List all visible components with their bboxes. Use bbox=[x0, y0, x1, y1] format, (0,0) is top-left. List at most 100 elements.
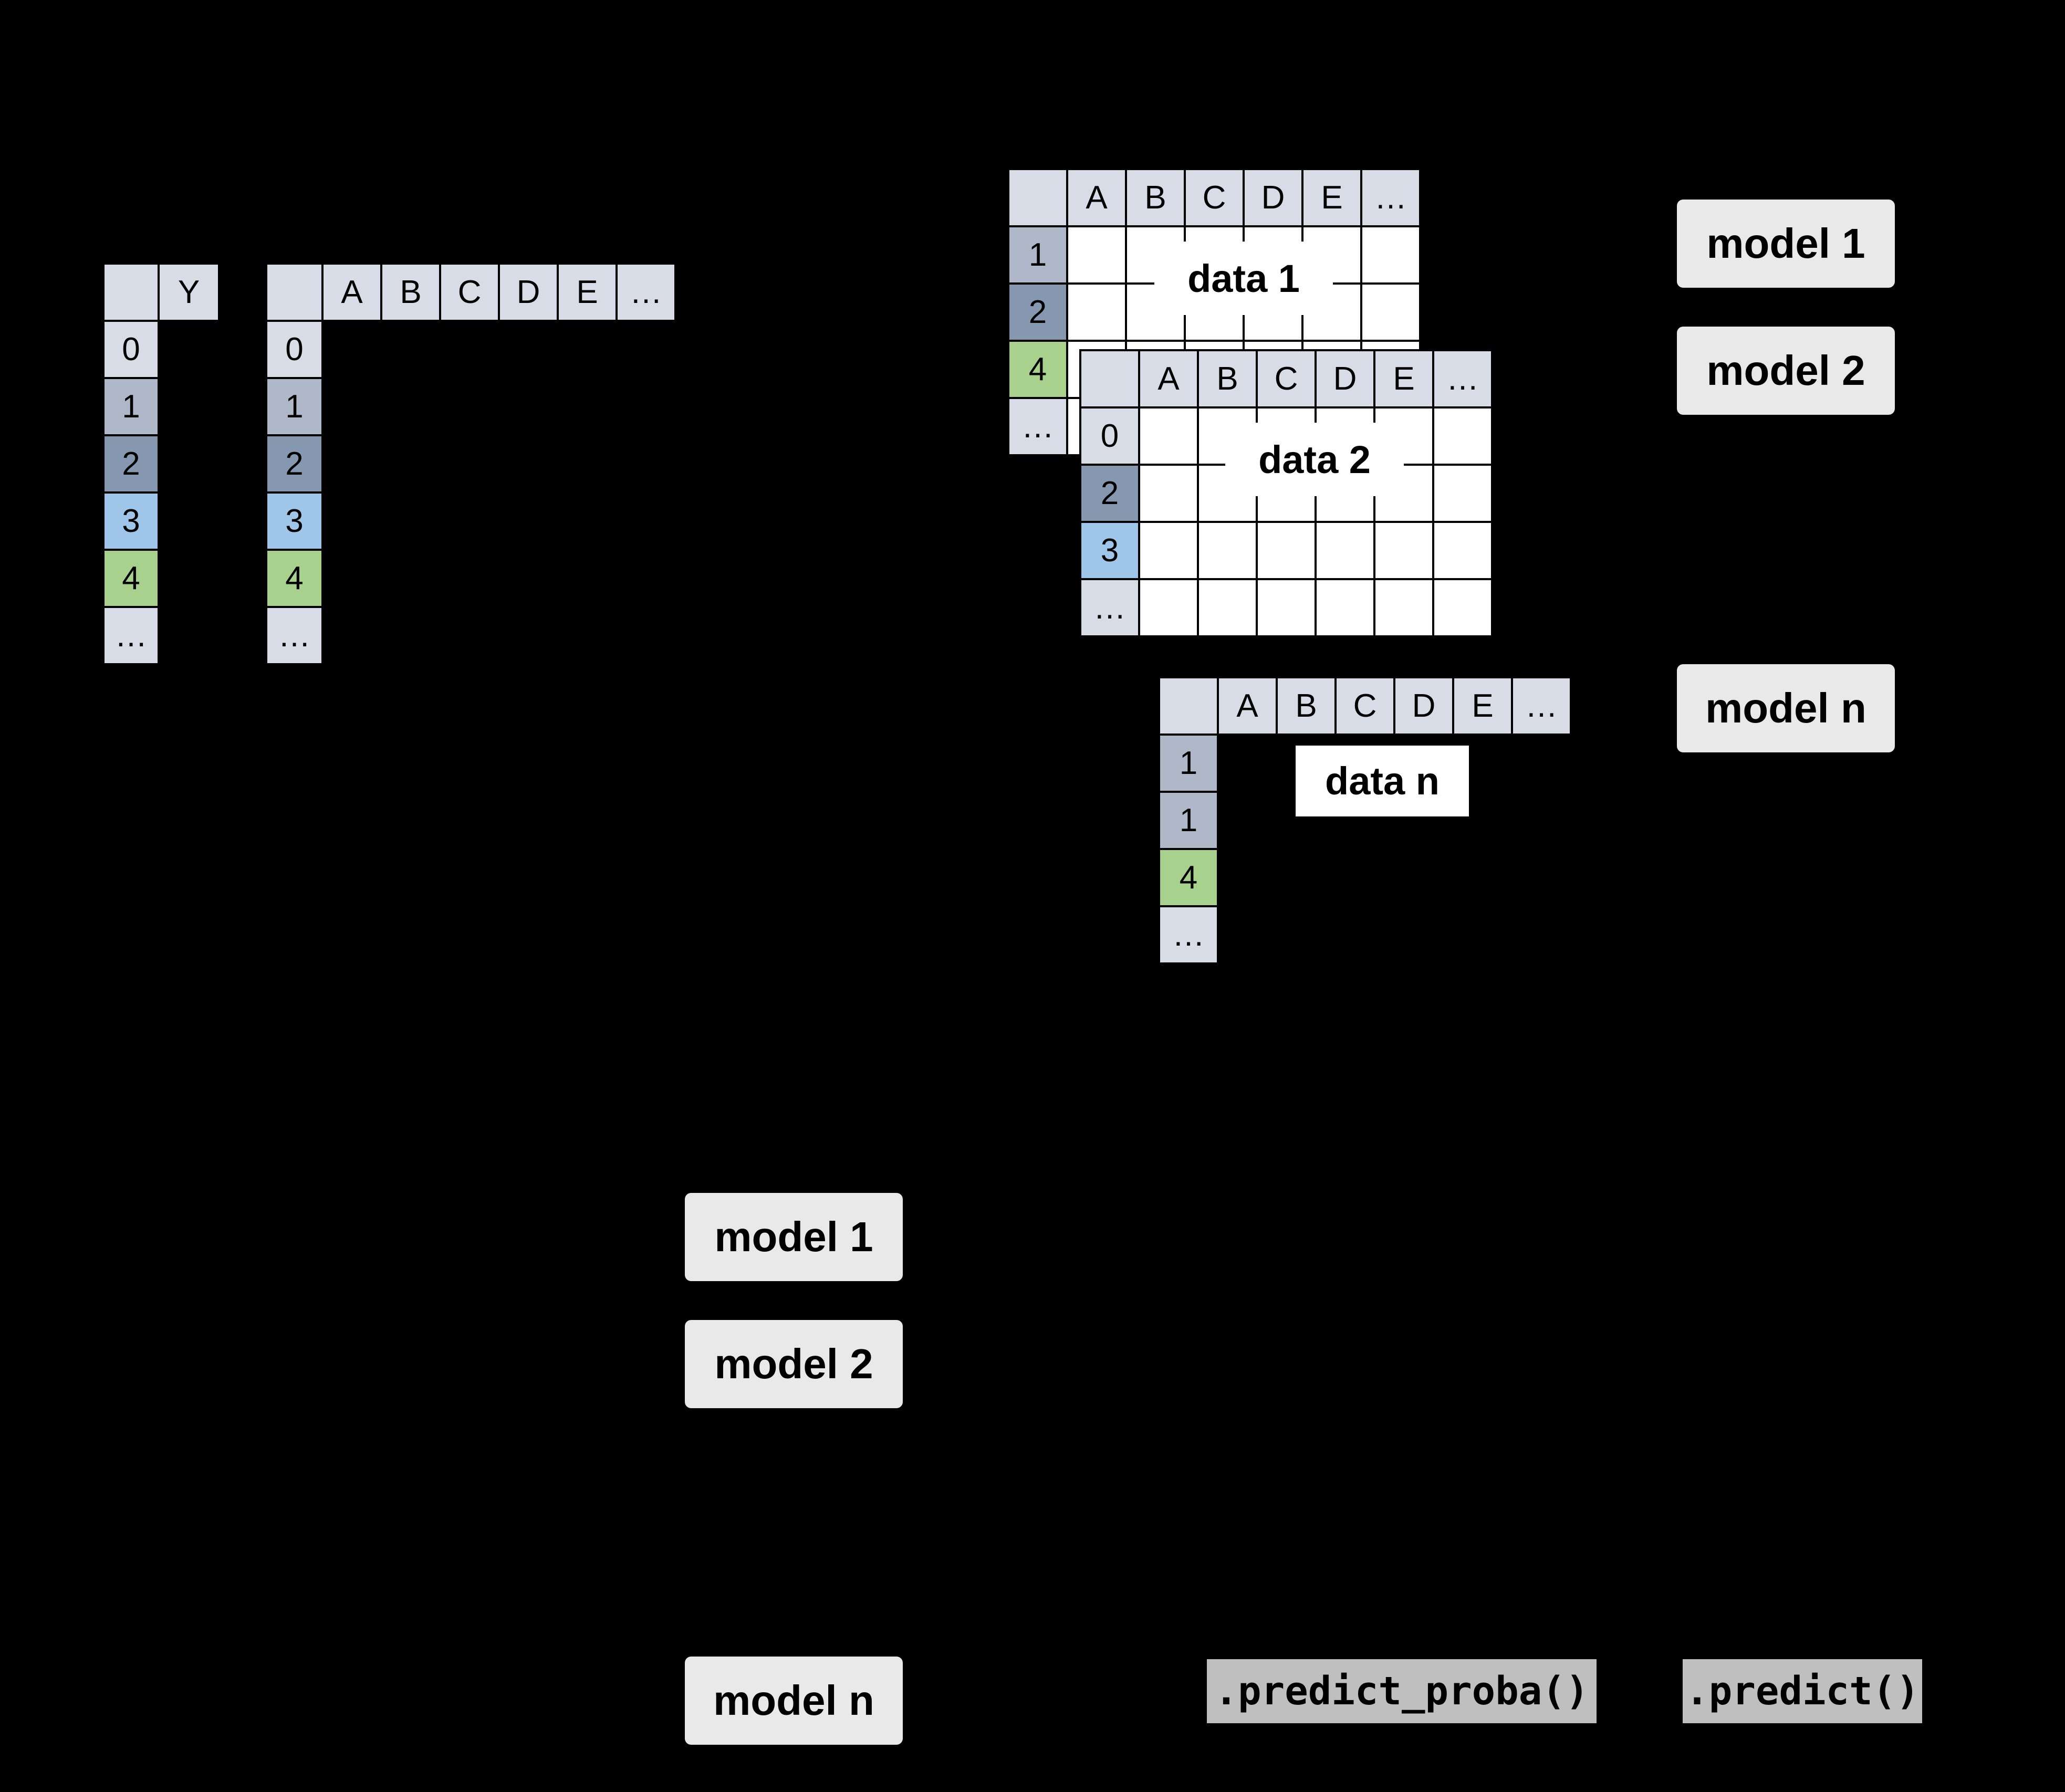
empty-cell bbox=[322, 550, 381, 607]
empty-cell bbox=[558, 321, 617, 378]
empty-cell bbox=[1277, 849, 1336, 906]
empty-cell bbox=[1336, 849, 1394, 906]
data-2-label-text: data 2 bbox=[1258, 437, 1371, 481]
data-cell bbox=[1373, 521, 1434, 580]
index-cell: 1 bbox=[1007, 225, 1068, 285]
index-cell: 1 bbox=[102, 377, 160, 436]
empty-cell bbox=[1453, 906, 1512, 963]
model-n-box-right: model n bbox=[1677, 664, 1895, 752]
empty-cell bbox=[617, 607, 675, 664]
model-n-bottom-label: model n bbox=[713, 1677, 874, 1724]
header-cell: C bbox=[439, 263, 500, 322]
empty-cell bbox=[558, 607, 617, 664]
empty-cell bbox=[381, 321, 440, 378]
empty-cell bbox=[1512, 735, 1571, 792]
empty-cell bbox=[440, 607, 499, 664]
model-2-right-label: model 2 bbox=[1706, 347, 1865, 394]
model-2-box-bottom: model 2 bbox=[685, 1320, 903, 1408]
model-2-bottom-label: model 2 bbox=[714, 1340, 873, 1387]
header-cell: C bbox=[1256, 349, 1317, 408]
index-cell: 2 bbox=[1079, 464, 1140, 523]
empty-cell bbox=[159, 607, 219, 664]
empty-cell bbox=[159, 378, 219, 435]
data-cell bbox=[1432, 406, 1493, 466]
empty-cell bbox=[558, 550, 617, 607]
empty-cell bbox=[558, 492, 617, 550]
empty-cell bbox=[322, 492, 381, 550]
empty-cell bbox=[440, 435, 499, 492]
empty-cell bbox=[159, 550, 219, 607]
empty-cell bbox=[1512, 849, 1571, 906]
index-cell: 3 bbox=[102, 491, 160, 551]
header-cell: E bbox=[1301, 168, 1362, 227]
index-cell: 1 bbox=[1158, 791, 1219, 850]
empty-cell bbox=[1277, 906, 1336, 963]
empty-cell bbox=[617, 378, 675, 435]
header-cell: A bbox=[1217, 676, 1278, 736]
data-2-label: data 2 bbox=[1225, 423, 1404, 496]
data-n-label: data n bbox=[1296, 746, 1469, 816]
data-cell bbox=[1066, 225, 1127, 285]
index-cell: … bbox=[1007, 397, 1068, 456]
data-cell bbox=[1360, 282, 1421, 342]
header-cell: D bbox=[1393, 676, 1454, 736]
corner-cell bbox=[1007, 168, 1068, 227]
index-cell: 2 bbox=[1007, 282, 1068, 342]
empty-cell bbox=[381, 550, 440, 607]
header-cell: A bbox=[1066, 168, 1127, 227]
data-cell bbox=[1360, 225, 1421, 285]
index-cell: 1 bbox=[1158, 733, 1219, 793]
data-cell bbox=[1138, 406, 1199, 466]
empty-cell bbox=[322, 321, 381, 378]
data-cell bbox=[1432, 578, 1493, 637]
index-cell: 0 bbox=[102, 320, 160, 379]
empty-cell bbox=[1218, 735, 1277, 792]
empty-cell bbox=[617, 321, 675, 378]
data-1-label: data 1 bbox=[1154, 242, 1333, 315]
empty-cell bbox=[381, 607, 440, 664]
empty-cell bbox=[159, 435, 219, 492]
empty-cell bbox=[617, 550, 675, 607]
empty-cell bbox=[381, 435, 440, 492]
empty-cell bbox=[499, 321, 558, 378]
empty-cell bbox=[499, 492, 558, 550]
header-cell: B bbox=[1197, 349, 1258, 408]
empty-cell bbox=[1394, 906, 1453, 963]
empty-cell bbox=[617, 492, 675, 550]
data-n-label-text: data n bbox=[1325, 759, 1440, 803]
header-cell: B bbox=[380, 263, 441, 322]
index-cell: … bbox=[1158, 905, 1219, 965]
index-cell: 4 bbox=[265, 549, 324, 608]
data-cell bbox=[1256, 521, 1317, 580]
data-cell bbox=[1373, 578, 1434, 637]
header-cell: B bbox=[1276, 676, 1337, 736]
empty-cell bbox=[322, 378, 381, 435]
data-cell bbox=[1138, 464, 1199, 523]
empty-cell bbox=[159, 321, 219, 378]
empty-cell bbox=[440, 321, 499, 378]
model-2-box-right: model 2 bbox=[1677, 327, 1895, 415]
data-cell bbox=[1432, 521, 1493, 580]
empty-cell bbox=[322, 607, 381, 664]
model-1-right-label: model 1 bbox=[1706, 220, 1865, 267]
index-cell: 0 bbox=[1079, 406, 1140, 466]
index-cell: 1 bbox=[265, 377, 324, 436]
index-cell: 2 bbox=[265, 434, 324, 494]
predict-method-box: .predict() bbox=[1683, 1659, 1922, 1723]
header-cell: B bbox=[1125, 168, 1186, 227]
data-cell bbox=[1138, 578, 1199, 637]
empty-cell bbox=[440, 550, 499, 607]
header-cell: A bbox=[321, 263, 382, 322]
index-cell: 4 bbox=[1158, 848, 1219, 907]
index-cell: … bbox=[1079, 578, 1140, 637]
index-cell: 3 bbox=[1079, 521, 1140, 580]
model-1-box-bottom: model 1 bbox=[685, 1193, 903, 1281]
header-cell: Y bbox=[158, 263, 220, 322]
header-cell: … bbox=[1511, 676, 1572, 736]
model-1-box-right: model 1 bbox=[1677, 200, 1895, 288]
predict-proba-method-box: .predict_proba() bbox=[1207, 1659, 1597, 1723]
data-cell bbox=[1138, 521, 1199, 580]
